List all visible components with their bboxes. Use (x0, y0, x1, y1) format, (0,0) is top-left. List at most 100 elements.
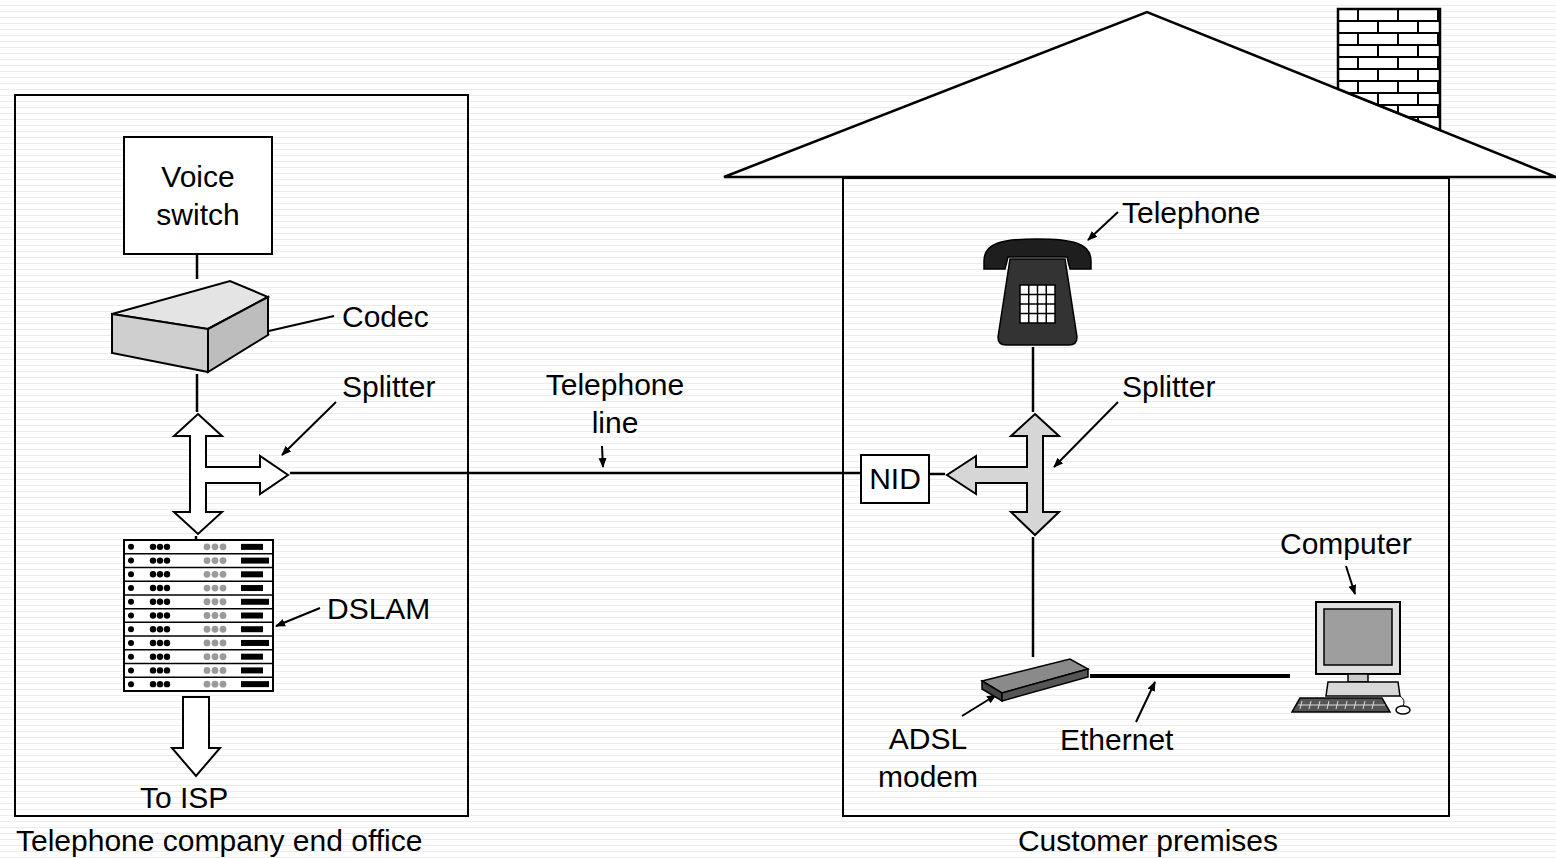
edge-label: Telephone line (520, 366, 710, 442)
shape-part (164, 667, 170, 673)
shape-part (164, 571, 170, 577)
connector-line (1032, 347, 1035, 412)
callout-label: Splitter (1122, 368, 1215, 406)
nid-box: NID (860, 454, 930, 504)
shape-part (164, 653, 170, 659)
shape-part (220, 626, 227, 633)
shape-part (220, 667, 227, 674)
callout-label: Computer (1280, 525, 1412, 563)
shape-part (124, 594, 273, 596)
leader-line (962, 695, 996, 716)
pc-graphic (1290, 600, 1412, 718)
shape-part (124, 677, 273, 679)
shape-part (982, 681, 1002, 701)
leader-line (1136, 682, 1155, 722)
shape-part (157, 640, 163, 646)
shape-part (150, 667, 156, 673)
shape-part (150, 653, 156, 659)
shape-part (150, 599, 156, 605)
shape-part (204, 626, 211, 633)
shape-part (164, 612, 170, 618)
split1-graphic (172, 412, 290, 536)
shape-part (241, 599, 269, 605)
free-label: To ISP (140, 779, 228, 817)
shape-part (212, 681, 219, 688)
shape-part (241, 667, 263, 673)
isp-arrow (172, 697, 220, 776)
connector-line (195, 536, 198, 539)
shape-part (157, 681, 163, 687)
shape-part (128, 571, 134, 577)
leader-line (1346, 566, 1355, 594)
connector-line (196, 255, 199, 279)
computer-icon: Computer (1290, 600, 1412, 718)
dslam-rack: DSLAM (123, 539, 274, 692)
callout-label: Customer premises (844, 822, 1452, 858)
chimney (1338, 9, 1440, 130)
shape-part (124, 649, 273, 651)
telephone-icon: Telephone (980, 237, 1095, 347)
shape-part (157, 626, 163, 632)
leader-line (1054, 402, 1118, 467)
shape-part (212, 653, 219, 660)
shape-part (128, 667, 134, 673)
shape-part (124, 622, 273, 624)
shape-part (212, 612, 219, 619)
shape-part (124, 580, 273, 582)
shape-part (212, 640, 219, 647)
shape-part (124, 567, 273, 569)
shape-part (947, 414, 1059, 535)
shape-part (157, 544, 163, 550)
shape-part (164, 681, 170, 687)
splitter-symbol: Splitter (172, 412, 290, 536)
shape-part (220, 557, 227, 564)
shape-part (204, 543, 211, 550)
shape-part (220, 653, 227, 660)
box-label: NID (869, 460, 921, 498)
shape-part (220, 571, 227, 578)
shape-part (220, 612, 227, 619)
shape-part (241, 558, 269, 564)
shape-part (164, 599, 170, 605)
modem-icon: ADSL modem (980, 657, 1090, 703)
callout-label: Telephone company end office (16, 822, 486, 858)
shape-part (204, 598, 211, 605)
shape-part (204, 612, 211, 619)
shape-part (204, 653, 211, 660)
shape-part (1396, 706, 1410, 714)
shape-part (124, 608, 273, 610)
connector-line (930, 473, 945, 476)
office-box: Telephone company end officeVoice switch… (14, 94, 469, 817)
shape-part (204, 571, 211, 578)
shape-part (212, 598, 219, 605)
leader-line (602, 446, 603, 467)
shape-part (208, 297, 268, 372)
shape-part (1046, 285, 1048, 323)
shape-part (164, 544, 170, 550)
shape-part (241, 613, 263, 619)
shape-part (1002, 669, 1088, 701)
shape-part (220, 585, 227, 592)
shape-part (1020, 313, 1055, 315)
switch-box: Voice switch (123, 136, 273, 255)
shape-part (157, 585, 163, 591)
connector-line (290, 472, 860, 475)
shape-part (157, 667, 163, 673)
shape-part (241, 640, 269, 646)
shape-part (220, 681, 227, 688)
shape-part (157, 653, 163, 659)
shape-part (241, 585, 263, 591)
shape-part (150, 681, 156, 687)
shape-part (220, 598, 227, 605)
shape-part (164, 585, 170, 591)
shape-part (220, 543, 227, 550)
shape-part (1326, 682, 1400, 696)
shape-part (128, 613, 134, 619)
shape-part (1324, 609, 1392, 665)
shape-part (241, 626, 263, 632)
shape-part (212, 667, 219, 674)
connector-line (1090, 674, 1290, 678)
shape-part (212, 543, 219, 550)
